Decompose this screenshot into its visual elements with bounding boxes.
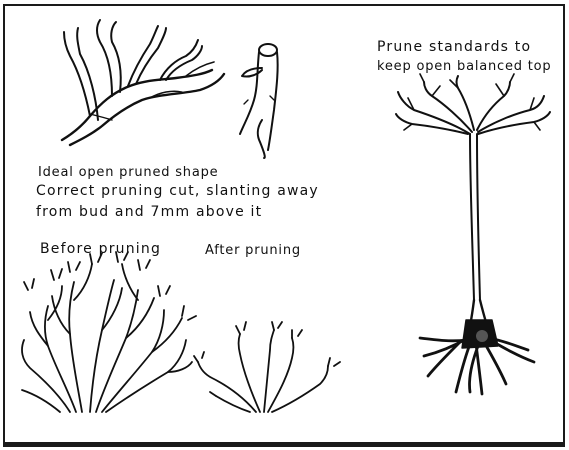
after-pruning-label: After pruning [205, 244, 301, 257]
after-pruning-bush-drawing [194, 322, 340, 412]
pruning-cut-label-line2: from bud and 7mm above it [36, 205, 262, 219]
pruning-cut-drawing [240, 44, 278, 158]
standards-label-line1: Prune standards to [377, 40, 531, 54]
ideal-shape-label: Ideal open pruned shape [38, 166, 218, 179]
standard-tree-drawing [396, 74, 550, 394]
before-pruning-bush-drawing [22, 252, 196, 412]
before-pruning-label: Before pruning [40, 242, 161, 256]
standards-label-line2: keep open balanced top [377, 60, 552, 73]
pruning-cut-label-line1: Correct pruning cut, slanting away [36, 184, 319, 198]
open-pruned-shape-drawing [62, 20, 224, 145]
